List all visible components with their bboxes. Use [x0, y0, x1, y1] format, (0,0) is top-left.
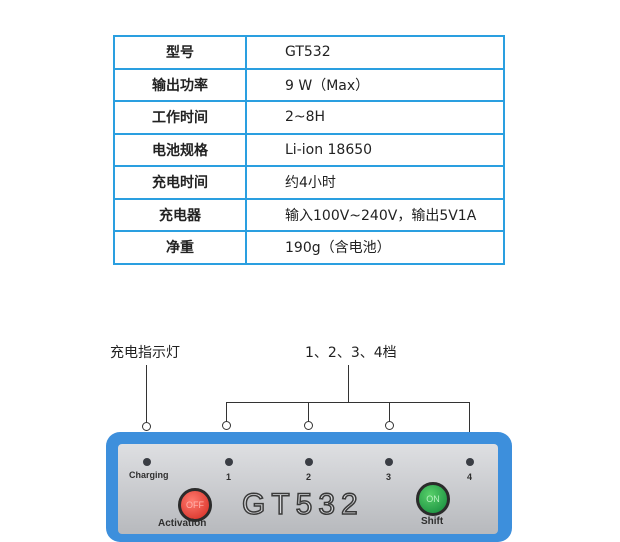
table-row: 电池规格 Li-ion 18650: [113, 132, 505, 167]
charge-leader-line: [146, 365, 147, 423]
spec-value: 9 W（Max）: [245, 67, 505, 102]
spec-table: 型号 GT532 输出功率 9 W（Max） 工作时间 2~8H 电池规格 Li…: [113, 35, 505, 265]
level-1-led: [225, 458, 233, 466]
level-2-led: [305, 458, 313, 466]
spec-value: 190g（含电池）: [245, 230, 505, 265]
level-1-leader: [226, 402, 227, 422]
spec-value: GT532: [245, 35, 505, 70]
spec-value: Li-ion 18650: [245, 132, 505, 167]
activation-label: Activation: [158, 518, 207, 529]
table-row: 净重 190g（含电池）: [113, 230, 505, 265]
charge-leader-dot: [142, 422, 151, 431]
off-button[interactable]: OFF: [178, 488, 212, 522]
level-3-leader: [389, 402, 390, 422]
spec-value: 2~8H: [245, 100, 505, 135]
charging-label: Charging: [129, 470, 169, 480]
device-body: Charging 1 2 3 4 OFF Activation GT532 ON…: [106, 432, 512, 542]
spec-key: 工作时间: [113, 100, 247, 135]
table-row: 型号 GT532: [113, 35, 505, 70]
level-4-label: 4: [467, 472, 473, 482]
spec-key: 型号: [113, 35, 247, 70]
spec-key: 输出功率: [113, 67, 247, 102]
table-row: 输出功率 9 W（Max）: [113, 67, 505, 102]
level-2-leader-dot: [304, 421, 313, 430]
level-4-led: [466, 458, 474, 466]
table-row: 工作时间 2~8H: [113, 100, 505, 135]
levels-leader-stem: [348, 365, 349, 402]
levels-leader-bar: [226, 402, 470, 403]
spec-value: 约4小时: [245, 165, 505, 200]
spec-key: 充电器: [113, 197, 247, 232]
spec-key: 净重: [113, 230, 247, 265]
on-button[interactable]: ON: [416, 482, 450, 516]
level-1-label: 1: [226, 472, 232, 482]
table-row: 充电时间 约4小时: [113, 165, 505, 200]
level-3-leader-dot: [385, 421, 394, 430]
spec-key: 充电时间: [113, 165, 247, 200]
table-row: 充电器 输入100V~240V，输出5V1A: [113, 197, 505, 232]
spec-key: 电池规格: [113, 132, 247, 167]
level-3-label: 3: [386, 472, 392, 482]
level-4-leader: [469, 402, 470, 432]
shift-label: Shift: [421, 516, 444, 527]
level-3-led: [385, 458, 393, 466]
levels-label: 1、2、3、4档: [305, 345, 397, 361]
charging-led: [143, 458, 151, 466]
level-2-label: 2: [306, 472, 312, 482]
level-2-leader: [308, 402, 309, 422]
model-name: GT532: [241, 487, 364, 522]
level-1-leader-dot: [222, 421, 231, 430]
control-panel: Charging 1 2 3 4 OFF Activation GT532 ON…: [118, 444, 498, 534]
charge-indicator-label: 充电指示灯: [110, 345, 180, 361]
spec-value: 输入100V~240V，输出5V1A: [245, 197, 505, 232]
